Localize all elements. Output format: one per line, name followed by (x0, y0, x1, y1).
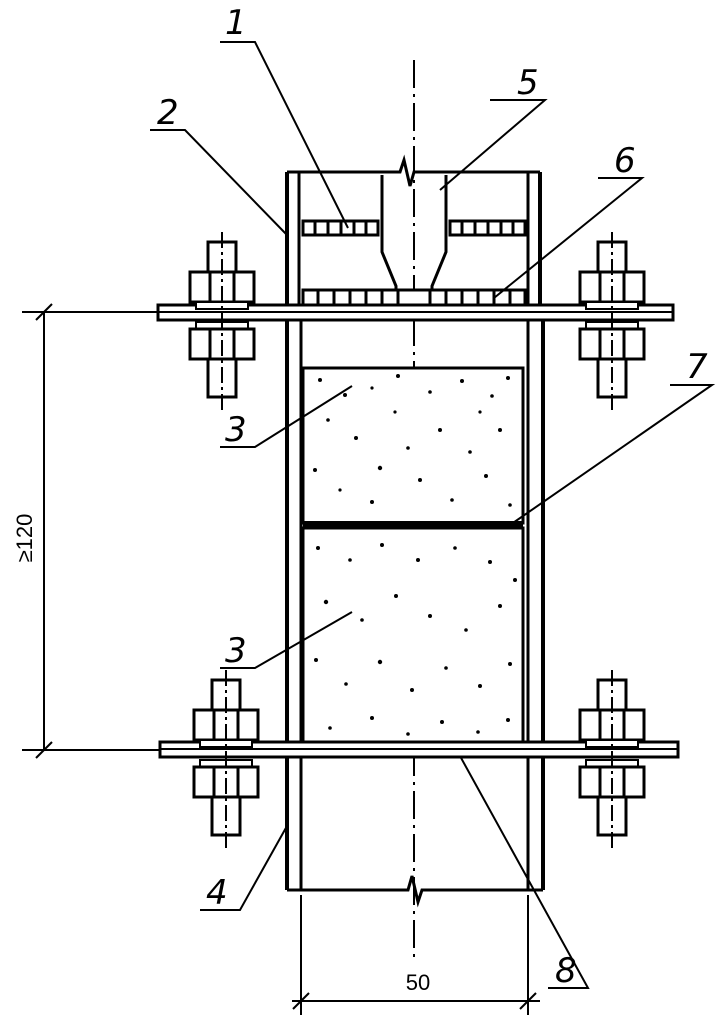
callout-7: 7 (686, 347, 708, 387)
lower-pipe (285, 320, 545, 908)
concrete-block-upper (301, 366, 525, 525)
dim-vertical-label: ≥120 (12, 514, 37, 563)
horizontal-dimension: 50 (292, 895, 540, 1015)
concrete-speckle-lower (314, 543, 517, 736)
callout-1: 1 (225, 3, 247, 43)
bolt-upper-left (188, 232, 256, 410)
upper-ring-rows (301, 219, 527, 237)
leader-lines (150, 41, 716, 989)
leader-3-upper (220, 385, 353, 448)
bolts (188, 232, 646, 848)
bolt-lower-left (192, 670, 260, 848)
leader-4 (200, 825, 288, 911)
leader-1 (220, 41, 349, 229)
bolt-lower-right (578, 670, 646, 848)
callout-3-upper: 3 (225, 410, 247, 450)
leader-7 (509, 384, 716, 526)
dim-horizontal-label: 50 (406, 970, 430, 995)
leader-8 (459, 755, 590, 989)
leader-6 (493, 177, 645, 299)
leader-3-lower (220, 611, 353, 669)
concrete-block-lower (301, 526, 525, 750)
callout-2: 2 (157, 93, 179, 133)
callout-4: 4 (206, 873, 228, 913)
bolt-upper-right (578, 232, 646, 410)
upper-pipe (285, 154, 542, 312)
leader-2 (150, 129, 288, 236)
vertical-dimension: ≥120 (12, 303, 160, 759)
leader-5 (439, 99, 548, 191)
callout-5: 5 (517, 63, 539, 103)
callout-8: 8 (555, 951, 577, 991)
callout-6: 6 (614, 141, 636, 181)
concrete-speckle-upper (313, 374, 512, 507)
callout-3-lower: 3 (225, 631, 247, 671)
lower-flange (158, 740, 680, 759)
separator-plate (303, 521, 523, 528)
